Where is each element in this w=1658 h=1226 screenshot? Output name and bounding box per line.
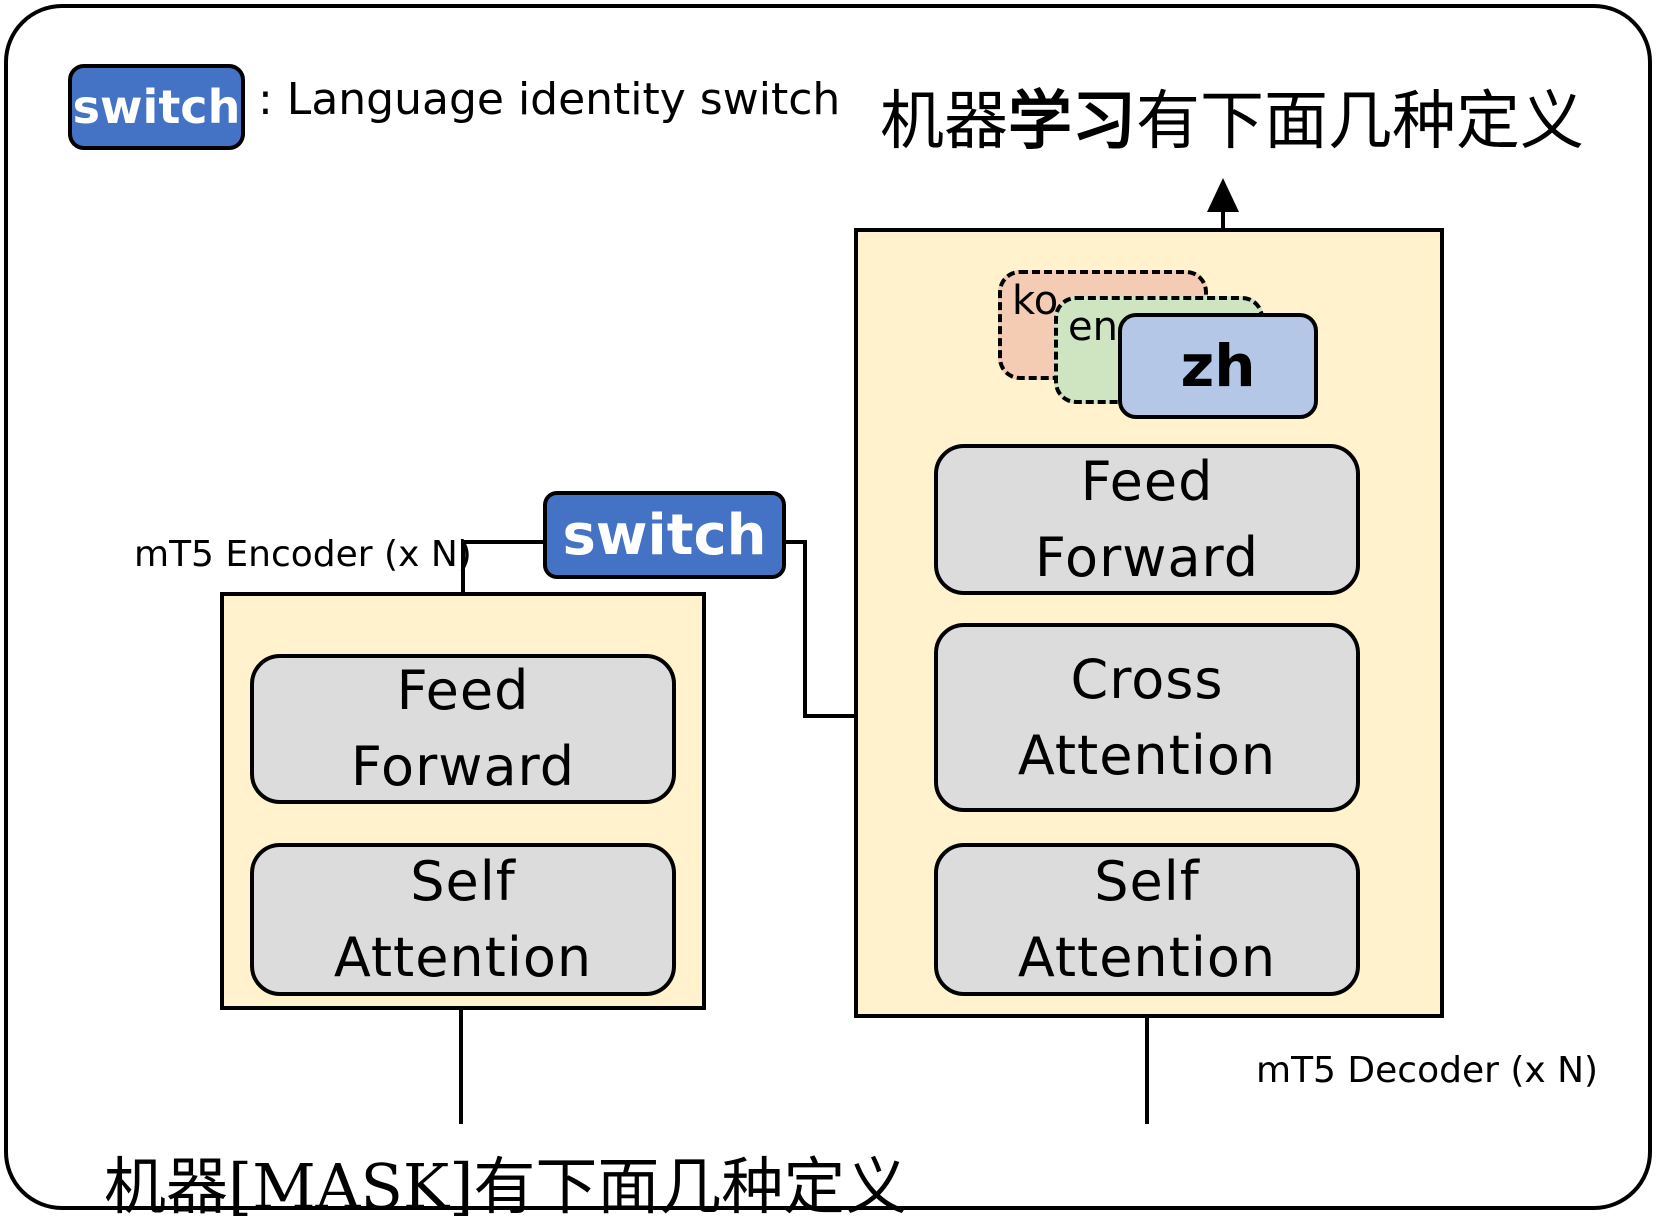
decoder-self-attention: Self Attention (934, 843, 1360, 996)
decoder-feed-forward: Feed Forward (934, 444, 1360, 595)
lang-option-zh: zh (1118, 313, 1318, 419)
output-arrowhead (1207, 178, 1239, 212)
decoder-ca-line2: Attention (1017, 723, 1277, 787)
decoder-sa-line1: Self (1094, 849, 1200, 913)
output-text-prefix: 机器 (880, 85, 1008, 159)
lang-en-label: en (1068, 304, 1118, 350)
decoder-ff-line1: Feed (1080, 449, 1214, 513)
switch-node-label: switch (562, 502, 767, 568)
decoder-ca-line1: Cross (1070, 647, 1224, 711)
decoder-ff-line2: Forward (1034, 525, 1260, 589)
legend-switch-badge: switch (68, 64, 245, 150)
legend-switch-label: switch (72, 80, 241, 134)
output-text-suffix: 有下面几种定义 (1136, 85, 1584, 159)
encoder-ff-line1: Feed (396, 659, 530, 722)
legend-description: : Language identity switch (258, 74, 841, 125)
output-text-predicted: 学习 (1008, 84, 1136, 159)
encoder-sa-line1: Self (410, 849, 516, 913)
output-text: 机器学习有下面几种定义 (880, 70, 1584, 162)
decoder-title: mT5 Decoder (x N) (1256, 1050, 1599, 1091)
encoder-ff-line2: Forward (350, 735, 576, 798)
encoder-feed-forward: Feed Forward (250, 654, 676, 804)
decoder-cross-attention: Cross Attention (934, 623, 1360, 812)
lang-zh-label: zh (1180, 332, 1256, 400)
encoder-sa-line2: Attention (333, 925, 593, 989)
input-text: 机器[MASK]有下面几种定义 (104, 1150, 908, 1223)
encoder-self-attention: Self Attention (250, 843, 676, 996)
switch-node: switch (543, 491, 786, 579)
encoder-title: mT5 Encoder (x N) (134, 534, 472, 575)
lang-ko-label: ko (1012, 278, 1059, 324)
switch-to-cross-attention-line (782, 540, 900, 718)
decoder-sa-line2: Attention (1017, 925, 1277, 989)
